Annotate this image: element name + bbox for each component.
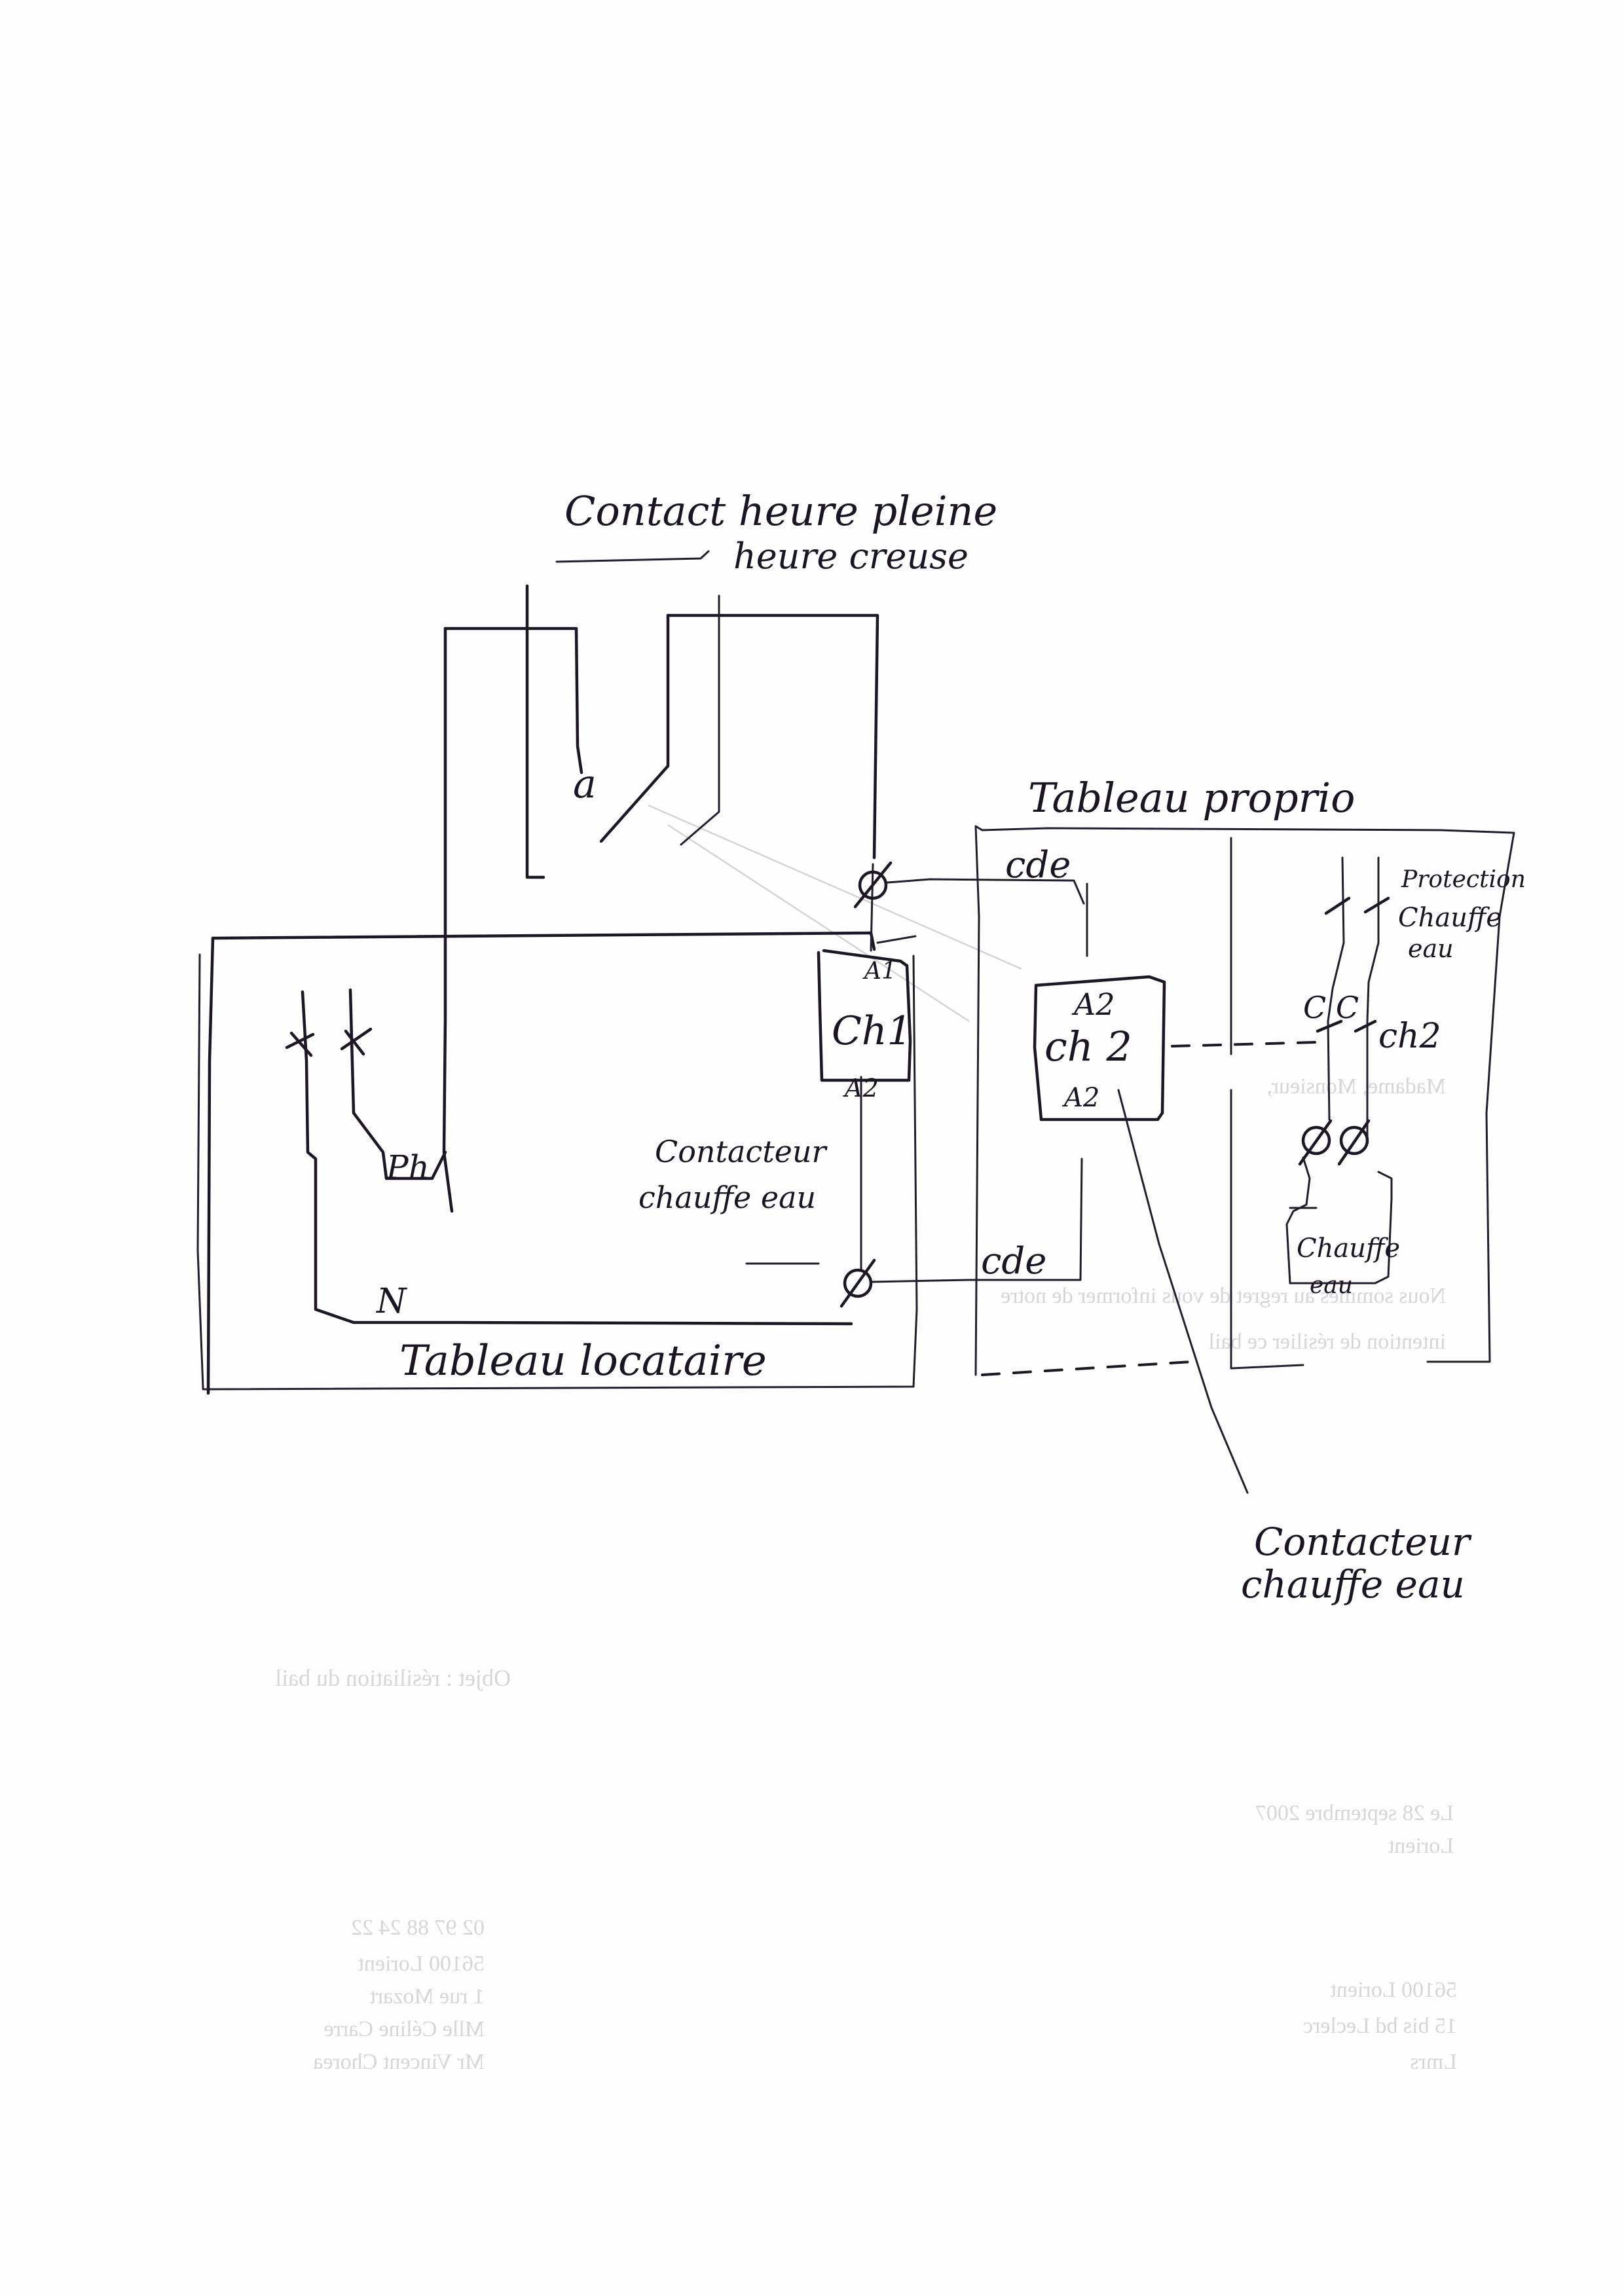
cc-label: C C — [1303, 990, 1359, 1025]
ch2-callout-line — [1117, 1089, 1249, 1494]
contact-label-bracket — [555, 550, 710, 563]
contact-stroke — [1354, 1019, 1377, 1033]
ch1-box — [817, 949, 912, 1082]
contact-title-label: Contact heure pleine — [564, 487, 997, 535]
ghost-line: intention de résilier ce bail — [1208, 1330, 1446, 1354]
contactor-right-label: chauffe eau — [1241, 1562, 1465, 1607]
neutral-label: N — [375, 1282, 407, 1321]
contactor-left-label: Contacteur — [655, 1134, 828, 1169]
neutral-wire — [301, 990, 853, 1326]
breaker-x — [1324, 896, 1351, 915]
ch2-box — [1033, 975, 1166, 1121]
owner-panel-top — [974, 825, 1514, 834]
terminal-symbol — [858, 870, 888, 900]
ghost-line: Le 28 septembre 2007 — [1255, 1801, 1454, 1825]
contact-subtitle-label: heure creuse — [733, 536, 969, 577]
ch1-a1-wire — [870, 863, 874, 952]
ghost-line: Nous sommes au regret de vous informer d… — [1001, 1284, 1446, 1308]
tenant-panel-top — [211, 931, 876, 951]
tenant-panel-bottom-right — [202, 955, 918, 1391]
cde-bottom-label: cde — [981, 1240, 1046, 1283]
contactor-ch2 — [1033, 975, 1318, 1494]
protection-label: Protection — [1401, 866, 1526, 893]
contact-stroke — [1316, 1019, 1343, 1033]
ghost-line: Mr Vincent Chorea — [313, 2050, 485, 2074]
breaker-x — [289, 1031, 313, 1057]
owner-panel-right — [1426, 831, 1515, 1363]
breaker-x — [344, 1029, 365, 1056]
ch1-a1-label: A1 — [862, 958, 896, 985]
tenant-panel-corner — [876, 935, 917, 944]
contact-wire-left — [443, 627, 583, 774]
contactor-right-label: Contacteur — [1254, 1520, 1472, 1564]
load-label: eau — [1310, 1272, 1353, 1299]
ghost-line: 1 rue Mozart — [369, 1984, 485, 2009]
tenant-breakers — [285, 988, 853, 1326]
phase-label: Ph — [386, 1148, 430, 1186]
owner-panel — [974, 825, 1515, 1376]
tenant-panel-label: Tableau locataire — [399, 1337, 767, 1385]
contact-letter-label: a — [573, 761, 597, 807]
terminal-slash — [840, 1258, 876, 1308]
ch2-a2-top-label: A2 — [1071, 987, 1115, 1022]
ch1-label: Ch1 — [832, 1008, 912, 1054]
terminal-symbol — [1301, 1125, 1331, 1156]
contact-wire-neutral — [680, 594, 720, 846]
breaker-x — [340, 1027, 373, 1051]
owner-panel-left — [974, 825, 980, 1376]
ch2-a2-bottom-label: A2 — [1061, 1083, 1099, 1113]
contact-switch-blade — [599, 613, 670, 843]
water-heater-protection — [1298, 856, 1390, 1166]
terminal-symbol — [843, 1268, 873, 1298]
terminal-symbol — [1339, 1125, 1369, 1156]
ghost-line: Objet : résiliation du bail — [275, 1665, 511, 1691]
contactor-ch1 — [817, 861, 1085, 1271]
bottom-terminal — [745, 1157, 1083, 1308]
cde-top-label: cde — [1005, 844, 1071, 886]
ghost-line: 56100 Lorient — [1330, 1978, 1457, 2002]
contactor-left-label: chauffe eau — [638, 1180, 816, 1215]
phase-wire — [348, 988, 447, 1180]
tenant-panel-top-left — [206, 936, 215, 1395]
ghost-line: Lorient — [1388, 1834, 1454, 1858]
owner-panel-bottom-dash — [981, 1360, 1193, 1376]
load-box — [1285, 1156, 1393, 1285]
terminal-slash — [1337, 1119, 1371, 1166]
ghost-line: Lmrs — [1410, 2050, 1457, 2074]
cde-wire-top — [886, 878, 1085, 905]
water-heater-load — [1285, 1156, 1393, 1285]
protection-wire-left — [1327, 856, 1345, 1121]
ghost-line: Madame, Monsieur, — [1267, 1074, 1446, 1099]
protection-label: eau — [1408, 934, 1454, 963]
tenant-panel-left — [196, 953, 204, 1389]
terminal-slash — [853, 861, 893, 909]
ch1-a2-label: A2 — [843, 1074, 879, 1102]
faint-stroke — [667, 824, 970, 1023]
faint-stroke — [648, 804, 1022, 970]
ghost-line: 15 bis bd Leclerc — [1303, 2014, 1457, 2038]
protection-label: Chauffe — [1398, 903, 1502, 933]
ghost-line: 02 97 88 24 22 — [351, 1916, 485, 1940]
ch2-link-dash — [1171, 1041, 1318, 1048]
ch2-contact-label: ch2 — [1378, 1017, 1441, 1056]
terminal-slash — [1298, 1119, 1333, 1166]
contact-feed-wire — [442, 627, 454, 1213]
owner-panel-divider-low — [1230, 1089, 1304, 1370]
owner-panel-label: Tableau proprio — [1028, 774, 1355, 822]
ghost-line: Mlle Céline Carre — [324, 2017, 485, 2041]
protection-wire-right — [1366, 856, 1380, 1140]
cde-wire-bottom — [870, 1157, 1083, 1283]
contact-wire-right — [666, 613, 879, 860]
peak-hour-contact — [442, 550, 879, 1213]
contact-wire-inner — [525, 584, 545, 879]
load-label: Chauffe — [1297, 1233, 1400, 1264]
ghost-line: 56100 Lorient — [358, 1952, 485, 1976]
breaker-x — [1363, 896, 1390, 914]
ch2-label: ch 2 — [1044, 1023, 1132, 1070]
